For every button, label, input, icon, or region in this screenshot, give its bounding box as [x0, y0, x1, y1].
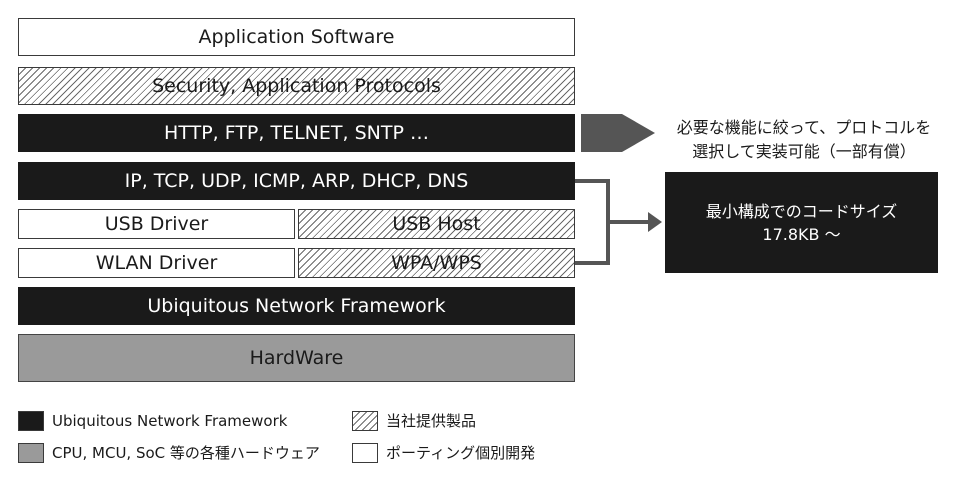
security-protocols-layer: Security, Application Protocols	[18, 67, 575, 105]
usb-host-label: USB Host	[392, 213, 481, 235]
legend-swatch-porting	[352, 443, 378, 463]
code-size-title: 最小構成でのコードサイズ	[705, 201, 898, 221]
protocol-selection-note: 必要な機能に絞って、プロトコルを 選択して実装可能（一部有償）	[664, 116, 944, 164]
wlan-driver-label: WLAN Driver	[95, 252, 218, 274]
connector-arrowhead	[648, 212, 662, 232]
legend-label-porting: ポーティング個別開発	[386, 444, 536, 462]
hardware-label: HardWare	[249, 347, 344, 369]
http-protocols-label: HTTP, FTP, TELNET, SNTP …	[164, 122, 429, 144]
legend-label-hardware: CPU, MCU, SoC 等の各種ハードウェア	[52, 444, 320, 462]
ip-protocols-layer: IP, TCP, UDP, ICMP, ARP, DHCP, DNS	[18, 162, 575, 200]
http-protocols-layer: HTTP, FTP, TELNET, SNTP …	[18, 114, 575, 152]
legend-swatch-company-products	[352, 411, 378, 431]
note-line-1: 必要な機能に絞って、プロトコルを	[676, 118, 932, 137]
note-line-2: 選択して実装可能（一部有償）	[692, 142, 916, 161]
application-software-layer: Application Software	[18, 18, 575, 56]
bracket-connector	[575, 179, 610, 265]
wpa-wps-block: WPA/WPS	[298, 248, 575, 278]
framework-label: Ubiquitous Network Framework	[147, 295, 446, 317]
usb-driver-label: USB Driver	[104, 213, 209, 235]
code-size-value: 17.8KB ～	[762, 224, 841, 244]
legend-swatch-framework	[18, 411, 44, 431]
legend-swatch-hardware	[18, 443, 44, 463]
callout-arrow	[581, 114, 655, 152]
usb-host-block: USB Host	[298, 209, 575, 239]
code-size-box: 最小構成でのコードサイズ 17.8KB ～	[665, 172, 938, 273]
hardware-layer: HardWare	[18, 334, 575, 382]
framework-layer: Ubiquitous Network Framework	[18, 287, 575, 325]
usb-driver-block: USB Driver	[18, 209, 295, 239]
application-software-label: Application Software	[198, 26, 395, 48]
legend-label-company-products: 当社提供製品	[386, 412, 477, 430]
wpa-wps-label: WPA/WPS	[391, 252, 482, 274]
wlan-driver-block: WLAN Driver	[18, 248, 295, 278]
legend-label-framework: Ubiquitous Network Framework	[52, 412, 288, 430]
security-protocols-label: Security, Application Protocols	[152, 75, 441, 97]
ip-protocols-label: IP, TCP, UDP, ICMP, ARP, DHCP, DNS	[124, 170, 469, 192]
